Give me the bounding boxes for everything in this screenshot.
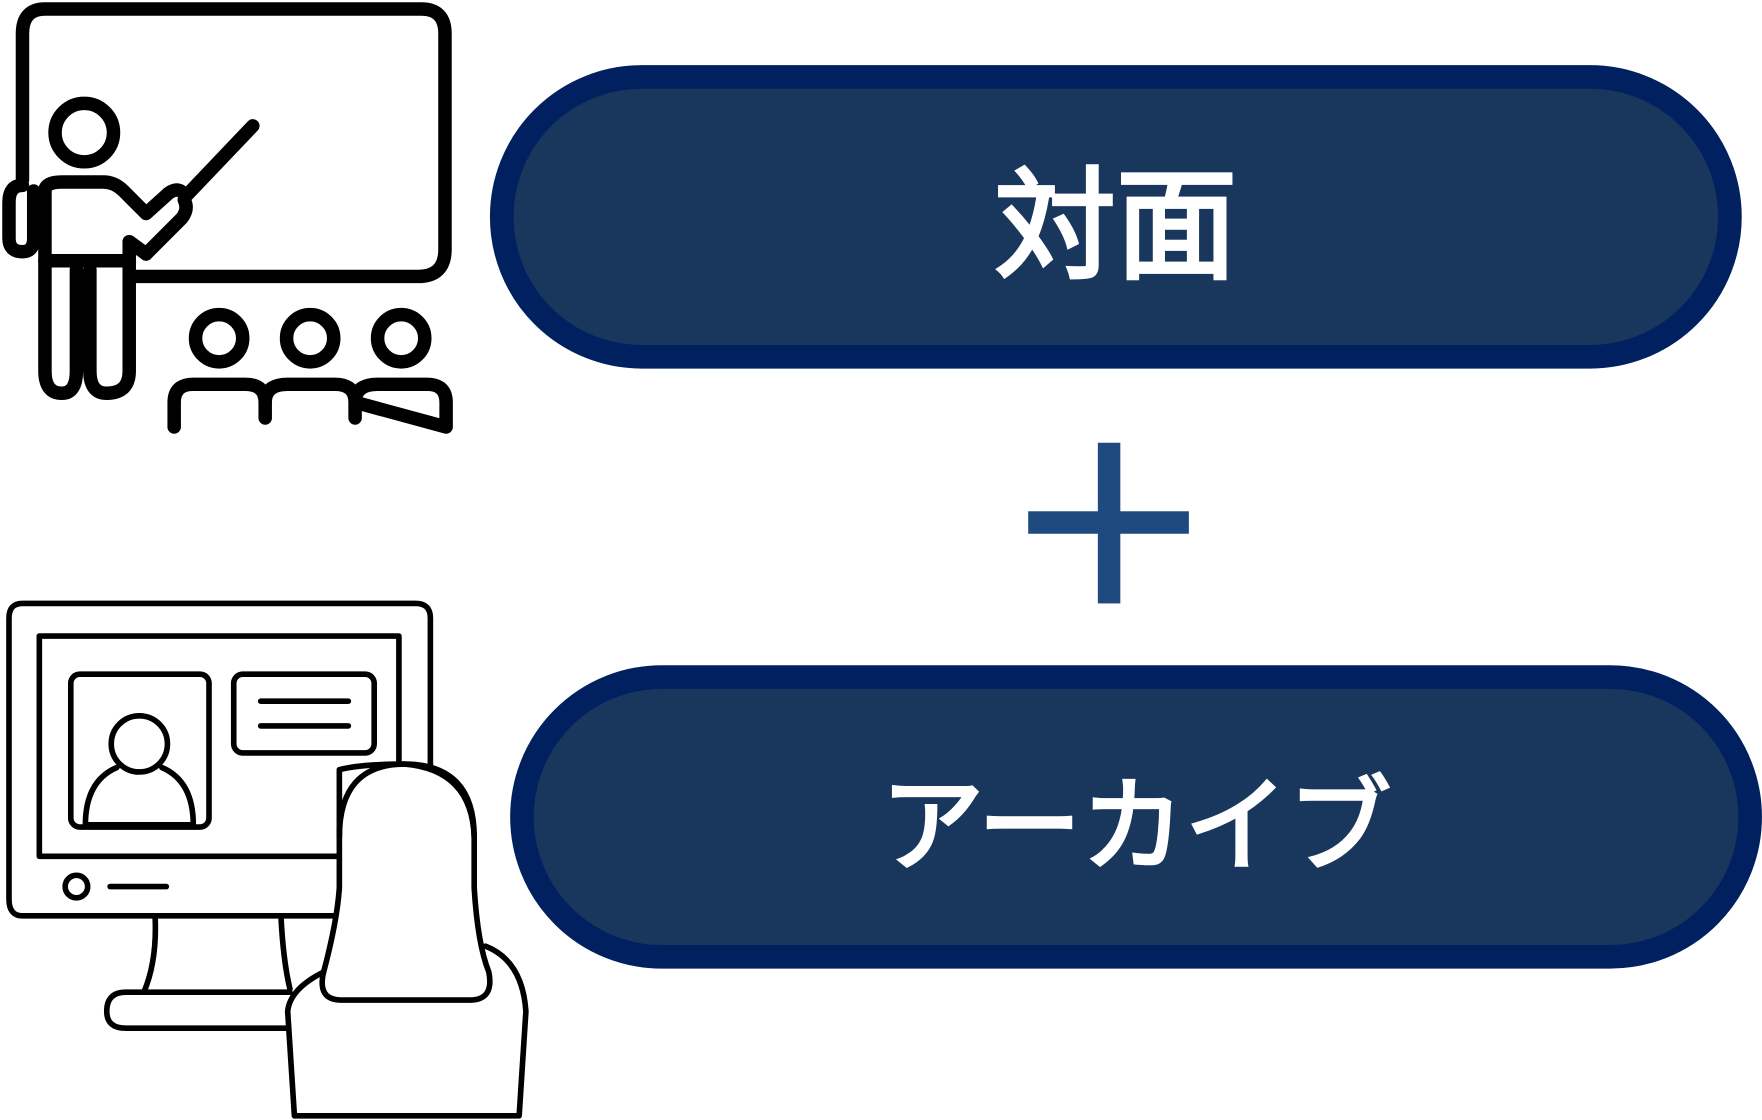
archive-option: アーカイブ	[510, 665, 1762, 969]
in-person-option: 対面	[489, 65, 1742, 369]
archive-label: アーカイブ	[880, 765, 1392, 887]
in-person-label: 対面	[994, 157, 1238, 298]
plus-icon-vertical	[1097, 442, 1121, 604]
